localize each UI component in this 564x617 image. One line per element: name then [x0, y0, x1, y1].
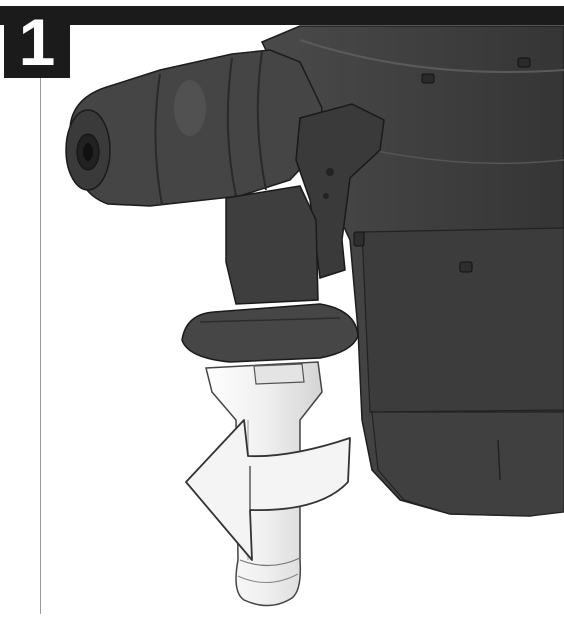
handle-stem: [226, 186, 318, 304]
housing-band: [362, 228, 564, 412]
vent-slot: [518, 58, 530, 67]
handle-clamp: [254, 364, 304, 384]
vent-slot: [422, 74, 434, 83]
handle-collar: [182, 304, 358, 362]
